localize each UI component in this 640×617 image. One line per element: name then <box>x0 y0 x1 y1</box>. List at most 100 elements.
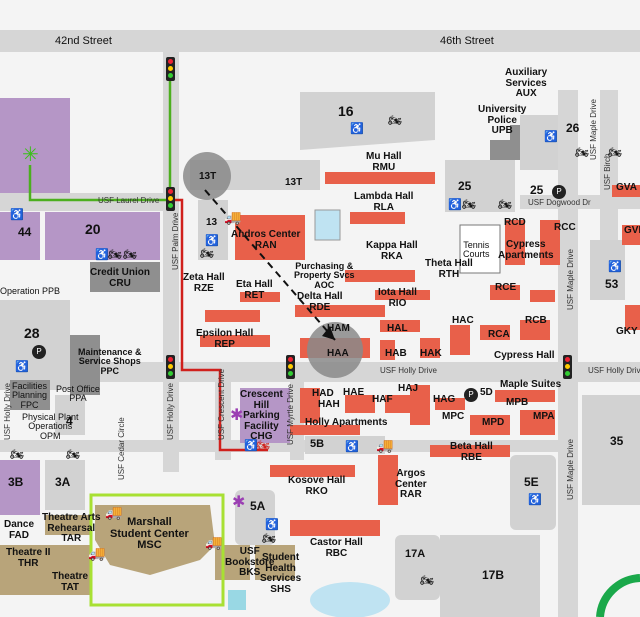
bldg-name: Epsilon Hall <box>196 328 254 339</box>
code-rcc: RCC <box>554 222 576 233</box>
bldg-name: Zeta Hall <box>183 272 225 283</box>
bldg-name: Service Shops <box>78 356 141 367</box>
bldg-code: FPC <box>20 399 39 410</box>
bldg-code: RAR <box>400 489 422 500</box>
street-label: USF Maple Drive <box>566 249 575 310</box>
bldg-hac <box>450 325 470 355</box>
bldg-name: Kosove Hall <box>288 475 346 486</box>
bldg-code: REP <box>214 338 235 350</box>
route-arrowhead <box>322 326 335 340</box>
lot-number: 20 <box>85 221 101 237</box>
lot-number: 5B <box>310 438 325 450</box>
bldg-hag <box>435 398 465 410</box>
bldg-gky <box>625 305 640 330</box>
bldg-code: UPB <box>491 125 513 136</box>
street-label: USF Birch <box>603 153 612 190</box>
code-hak: HAK <box>420 348 442 359</box>
code-ham: HAM <box>327 323 350 334</box>
bldg-name: Delta Hall <box>297 291 343 302</box>
bldg-facilities <box>10 380 50 410</box>
bldg-code: CRU <box>109 277 131 289</box>
bldg-kappa <box>345 270 415 282</box>
lot-number: 13T <box>285 177 303 188</box>
bldg-rce <box>490 285 520 300</box>
motorcycle-icon: 🏍 <box>462 199 476 211</box>
bldg-theatre-arts <box>45 515 90 535</box>
traffic-light-icon <box>166 355 175 379</box>
bldg-code: OPM <box>40 430 61 441</box>
code-hal: HAL <box>387 323 408 334</box>
marker-13t <box>183 152 231 200</box>
code-rcb: RCB <box>525 315 547 326</box>
lot-number: 4 <box>66 414 73 428</box>
bldg-code: RZE <box>193 282 214 294</box>
bldg-name: University <box>478 104 527 115</box>
street-label: USF Holly Drive <box>588 366 640 375</box>
bldg-name: Planning <box>12 390 48 401</box>
bus-stop-icon: ✱ <box>230 407 244 424</box>
bldg-mpb <box>495 390 555 402</box>
traffic-light-icon <box>166 57 175 81</box>
road-laurel <box>0 193 175 211</box>
bldg-code: RET <box>244 289 265 301</box>
road-dogwood <box>520 195 640 209</box>
motorcycle-icon: 🏍 <box>66 449 80 461</box>
code-gky: GKY <box>616 326 638 337</box>
bldg-code: TAT <box>61 581 80 593</box>
bldg-hak <box>420 338 440 358</box>
bldg-code: AUX <box>515 88 537 99</box>
bldg-name: Theatre II <box>6 547 51 558</box>
bldg-castor <box>290 520 380 536</box>
code-rcd: RCD <box>504 217 526 228</box>
pond <box>310 582 390 617</box>
bldg-name: Andros Center <box>231 229 301 240</box>
accessible-icon: ♿ <box>544 131 558 143</box>
lot-number: 16 <box>338 103 354 119</box>
bldg-haj <box>410 385 430 425</box>
label-maple-suites: Maple Suites <box>500 379 562 390</box>
bldg-code: PPC <box>100 365 120 376</box>
code-haf: HAF <box>372 394 393 405</box>
accessible-icon: ♿ <box>350 123 364 135</box>
bldg-code: RTH <box>438 268 460 280</box>
accessible-icon: ♿ <box>265 519 279 531</box>
accessible-icon: ♿ <box>95 249 109 261</box>
parking-pin-icon: P <box>552 185 566 199</box>
bldg-code: RBE <box>460 451 482 463</box>
bldg-name: Beta Hall <box>450 441 493 452</box>
bldg-credit-union <box>90 262 160 292</box>
truck-icon: 🚚 <box>224 209 242 225</box>
bldg-eta <box>240 292 280 302</box>
bldg-gva <box>612 185 640 197</box>
accessible-icon: ♿ <box>244 440 258 452</box>
code-mpc: MPC <box>442 411 465 422</box>
motorcycle-icon: 🏍 <box>388 115 402 127</box>
lot-17b <box>440 535 540 617</box>
traffic-light-icon <box>286 355 295 379</box>
bldg-name: Post Office <box>56 384 100 394</box>
code-hab: HAB <box>385 348 407 359</box>
accessible-icon: ♿ <box>345 441 359 453</box>
bldg-name: Marshall <box>127 516 172 528</box>
bldg-code: PPA <box>69 393 87 404</box>
truck-icon: 🚚 <box>205 534 223 550</box>
bldg-marshall <box>95 505 215 575</box>
accessible-icon: ♿ <box>205 235 219 247</box>
lot-number: 53 <box>605 277 619 291</box>
code-mpd: MPD <box>482 417 505 428</box>
bldg-name: Apartments <box>498 249 554 261</box>
bldg-code: CHG <box>250 431 273 442</box>
bldg-gvi <box>622 225 640 245</box>
street-label: USF Maple Drive <box>566 439 575 500</box>
lot-number: 26 <box>566 121 580 135</box>
